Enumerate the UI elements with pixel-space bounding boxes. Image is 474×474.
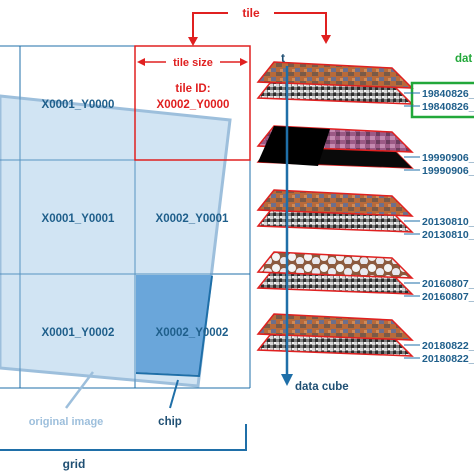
highlight-box [410,81,474,119]
tile-arrowhead-right [321,35,331,44]
grid: X0001_Y0000 X0001_Y0001 X0002_Y0001 X000… [0,45,251,471]
tile-size-label: tile size [173,57,213,69]
date-label: 19990906_ [422,152,474,164]
date-label: 20130810_ [422,229,474,241]
data-label-partial: dat [455,53,472,65]
date-label: 20160807_ [422,291,474,303]
tile-box [134,45,251,161]
date-label: 19990906_ [422,165,474,177]
cell-label: X0002_Y0002 [156,327,229,339]
date-label: 20130810_ [422,216,474,228]
data-cube-label: data cube [295,381,349,393]
cube-layer [256,251,414,295]
cell-label: X0001_Y0001 [42,213,116,225]
chip-pointer [169,379,179,409]
cell-label: X0001_Y0002 [42,327,115,339]
time-axis-arrowhead [281,374,293,386]
tile-connector [192,12,327,40]
grid-label: grid [63,457,86,471]
cell-label: X0002_Y0001 [156,213,230,225]
date-label: 20160807_ [422,278,474,290]
data-cube [256,61,414,357]
cube-layer [256,125,414,169]
cube-layer-band-upper [256,313,414,341]
cube-layer [256,61,414,105]
time-axis-label: t [281,51,285,65]
date-labels: 19840826_19840826_ 19990906_19990906_ 2013… [404,88,474,365]
chip-border [135,275,213,378]
original-image-label: original image [29,416,104,428]
date-label: 20180822_ [422,353,474,365]
tile-label: tile [242,6,260,20]
original-image-pointer [65,371,94,409]
cube-layer [256,189,414,233]
cube-layer-band-upper [256,189,414,217]
tile-id-title: tile ID: [175,83,210,95]
cell-label: X0001_Y0000 [42,99,115,111]
grid-bracket [0,424,247,451]
date-label: 19840826_ [422,88,474,100]
date-label: 20180822_ [422,340,474,352]
tile-arrowhead-left [188,37,198,46]
date-label: 19840826_ [422,101,474,113]
chip-label: chip [158,416,182,428]
cube-layer-band-upper [256,251,414,279]
no-data-area [258,126,330,166]
cube-layer [256,313,414,357]
tile-id-value: X0002_Y0000 [157,99,230,111]
chip-cell [136,275,212,375]
